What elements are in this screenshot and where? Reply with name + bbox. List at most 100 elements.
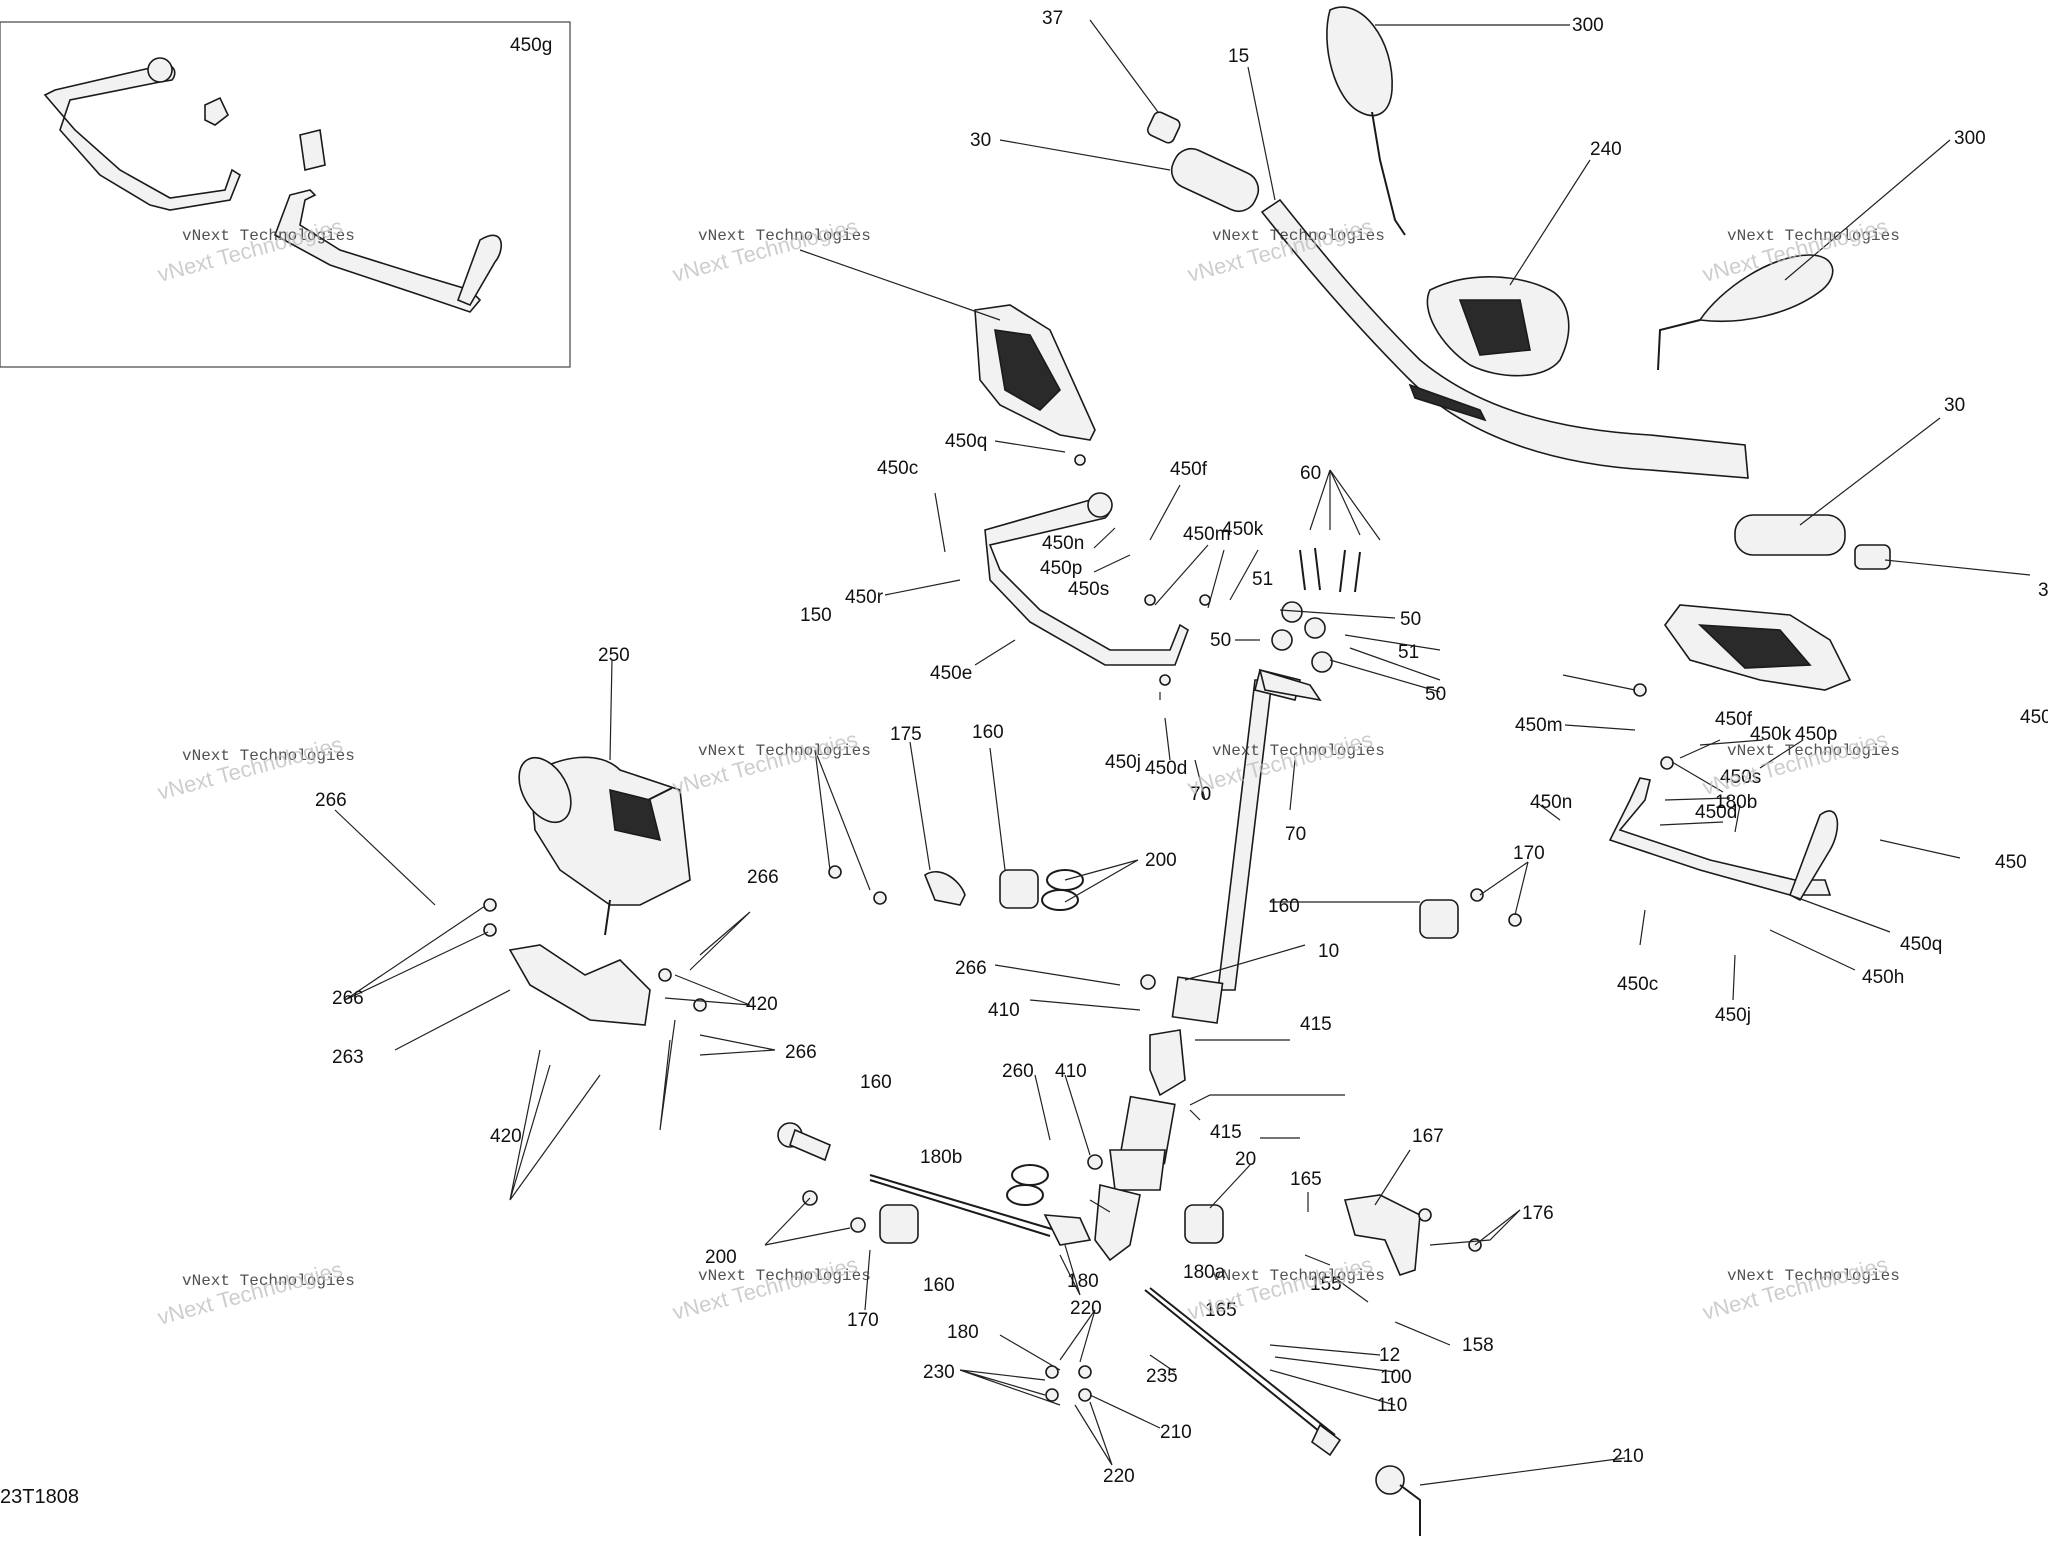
- part-callout: 450h: [1862, 967, 1904, 988]
- watermark-text: vNext Technologies: [1727, 227, 1900, 245]
- part-callout: 450f: [1715, 709, 1753, 730]
- watermark-text: vNext Technologies: [1212, 742, 1385, 760]
- grip-right: [1734, 514, 1891, 570]
- column-bracket: [1149, 1029, 1186, 1097]
- watermark-text: vNext Technologies: [182, 747, 355, 765]
- part-callout: 37: [1042, 8, 1063, 29]
- part-callout: 450j: [1715, 1005, 1751, 1026]
- steering-column: [1171, 669, 1301, 1024]
- watermark-text: vNext Technologies: [670, 213, 860, 286]
- column-flange: [1258, 668, 1322, 702]
- part-callout: 175: [890, 724, 922, 745]
- steering-box: [1109, 1095, 1176, 1191]
- part-callout: 165: [1290, 1169, 1322, 1190]
- part-callout: 155: [1310, 1274, 1342, 1295]
- part-callout: 51: [1252, 569, 1273, 590]
- o-rings: [1006, 869, 1084, 1206]
- part-callout: 266: [315, 790, 347, 811]
- part-callout: 50: [1425, 684, 1446, 705]
- part-callout: 200: [705, 1247, 737, 1268]
- part-callout: 450r: [845, 587, 884, 608]
- watermark-text: vNext Technologies: [698, 227, 871, 245]
- power-steering-unit: [518, 756, 691, 936]
- part-callout: 158: [1462, 1335, 1494, 1356]
- mirror-left: [1326, 6, 1406, 236]
- inset-clamp-a: [204, 96, 229, 126]
- watermark-text: vNext Technologies: [698, 1267, 871, 1285]
- part-callout: 415: [1300, 1014, 1332, 1035]
- part-callout: 450s: [1068, 579, 1109, 600]
- watermark-text: vNext Technologies: [182, 1272, 355, 1290]
- part-callout: 450m: [1183, 524, 1231, 545]
- part-callout: 3: [2038, 580, 2048, 601]
- part-callout: 160: [972, 722, 1004, 743]
- watermark-text: vNext Technologies: [698, 742, 871, 760]
- part-callout: 180: [1067, 1271, 1099, 1292]
- part-callout: 266: [955, 958, 987, 979]
- part-callout: 235: [1146, 1366, 1178, 1387]
- handguard-bracket-left: [984, 492, 1189, 666]
- part-callout: 170: [847, 1310, 879, 1331]
- part-callout: 170: [1513, 843, 1545, 864]
- part-callout: 210: [1160, 1422, 1192, 1443]
- part-callout: 200: [1145, 850, 1177, 871]
- part-callout: 160: [923, 1275, 955, 1296]
- part-callout: 420: [746, 994, 778, 1015]
- inset-handguard-bracket: [43, 63, 241, 211]
- part-callout: 180a: [1183, 1262, 1226, 1283]
- inset-handguard-right: [274, 189, 482, 313]
- handlebar: [1260, 198, 1749, 479]
- part-callout: 420: [490, 1126, 522, 1147]
- part-callout: 450: [1995, 852, 2027, 873]
- part-callout: 450j: [1105, 752, 1141, 773]
- part-callout: 450q: [945, 431, 987, 452]
- part-callout: 266: [785, 1042, 817, 1063]
- part-callout: 220: [1103, 1466, 1135, 1487]
- mounting-bracket: [508, 944, 651, 1026]
- watermark-text: vNext Technologies: [155, 1256, 345, 1329]
- part-callout: 30: [1944, 395, 1965, 416]
- tie-rod-left: [869, 1174, 1092, 1246]
- part-callout: 415: [1210, 1122, 1242, 1143]
- part-callout: 180b: [1715, 792, 1757, 813]
- part-callout: 210: [1612, 1446, 1644, 1467]
- part-callout: 150: [800, 605, 832, 626]
- part-callout: 450n: [1042, 533, 1084, 554]
- part-callout: 410: [988, 1000, 1020, 1021]
- part-callout: 110: [1377, 1395, 1407, 1416]
- watermark-text: vNext Technologies: [670, 1251, 860, 1324]
- part-callout: 70: [1285, 824, 1306, 845]
- watermark-text: vNext Technologies: [670, 726, 860, 799]
- part-callout: 450p: [1040, 558, 1082, 579]
- part-callout: 450r: [0, 0, 39, 5]
- part-callout: 450d: [1145, 758, 1187, 779]
- part-callout: 450s: [1720, 767, 1761, 788]
- part-callout: 300: [1954, 128, 1986, 149]
- cover-guard: [1343, 1194, 1421, 1276]
- part-callout: 160: [860, 1072, 892, 1093]
- part-callout: 176: [1522, 1203, 1554, 1224]
- watermark-text: vNext Technologies: [1727, 1267, 1900, 1285]
- part-callout: 30: [970, 130, 991, 151]
- part-callout: 263: [332, 1047, 364, 1068]
- handguard-shield-left: [974, 304, 1096, 441]
- part-callout: 266: [747, 867, 779, 888]
- part-callout: 240: [1590, 139, 1622, 160]
- part-callout: 51: [1398, 642, 1419, 663]
- inset-handguard-end: [147, 57, 173, 83]
- part-callout: 450d: [1695, 802, 1737, 823]
- part-callout: 450e: [930, 663, 972, 684]
- part-callout: 250: [598, 645, 630, 666]
- part-callout: 160: [1268, 896, 1300, 917]
- bushings: [879, 869, 1459, 1244]
- part-callout: 450n: [1530, 792, 1572, 813]
- tie-rod-end-left: [777, 1122, 831, 1162]
- part-callout: 410: [1055, 1061, 1087, 1082]
- mirror-right: [1657, 254, 1834, 371]
- watermark-text: vNext Technologies: [1727, 742, 1900, 760]
- inset-clamp-b: [299, 129, 326, 171]
- reference-code: 23T1808: [0, 1486, 79, 1508]
